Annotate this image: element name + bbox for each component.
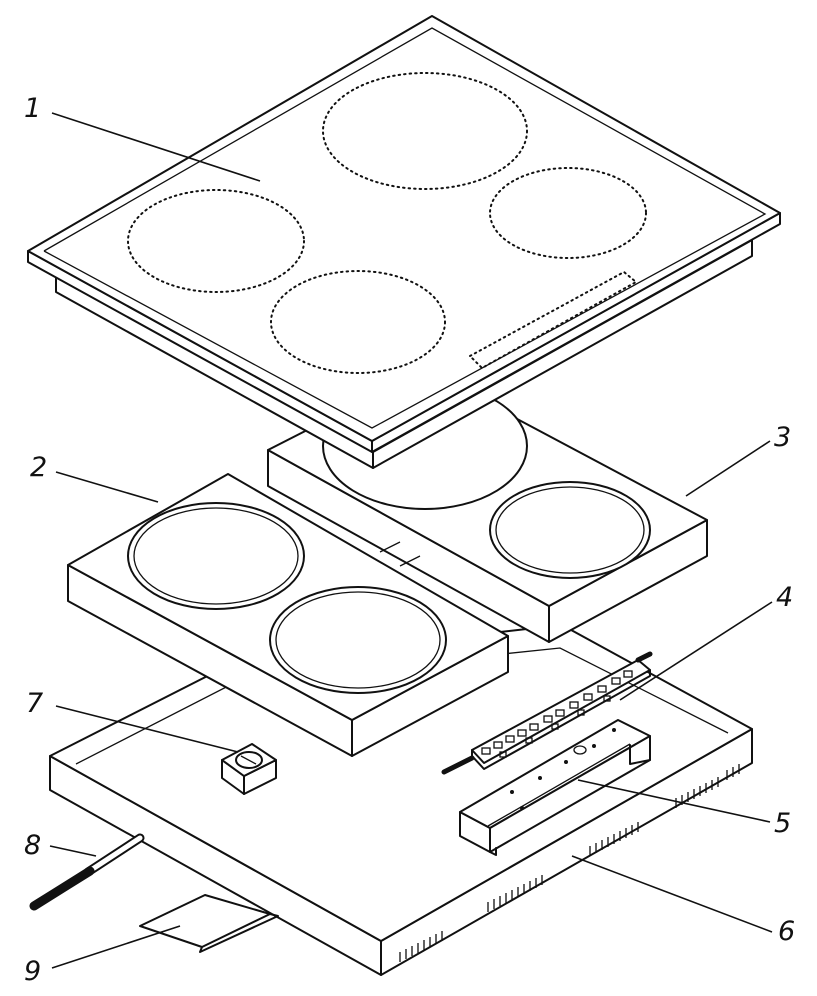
callout-4: 4	[776, 582, 793, 613]
power-cable	[29, 833, 145, 911]
leader-3	[685, 440, 771, 497]
callout-5: 5	[774, 808, 791, 839]
callout-3: 3	[774, 422, 791, 453]
vent-slots	[399, 764, 740, 962]
terminal-block	[221, 743, 277, 795]
callout-1: 1	[24, 93, 41, 124]
callout-labels: 1 2 3 4 5 6 7 8 9	[24, 93, 795, 987]
callout-7: 7	[26, 688, 43, 719]
leader-9	[51, 925, 181, 969]
callout-8: 8	[24, 830, 41, 861]
glass-ceramic-top	[27, 15, 781, 469]
cover-plate	[139, 894, 279, 953]
leader-2	[55, 471, 159, 503]
leader-1	[51, 112, 261, 182]
leader-5	[577, 779, 771, 823]
callout-9: 9	[24, 956, 41, 987]
callout-2: 2	[30, 452, 47, 483]
callout-6: 6	[778, 916, 795, 947]
leader-8	[49, 845, 97, 857]
leader-lines	[49, 112, 773, 969]
cooking-zone-markings	[127, 72, 647, 374]
leader-4	[619, 601, 773, 701]
control-circuit-board	[441, 651, 653, 775]
leader-6	[571, 855, 773, 933]
leader-7	[55, 705, 239, 753]
heating-plate-left	[67, 473, 509, 757]
board-bracket	[459, 719, 651, 856]
